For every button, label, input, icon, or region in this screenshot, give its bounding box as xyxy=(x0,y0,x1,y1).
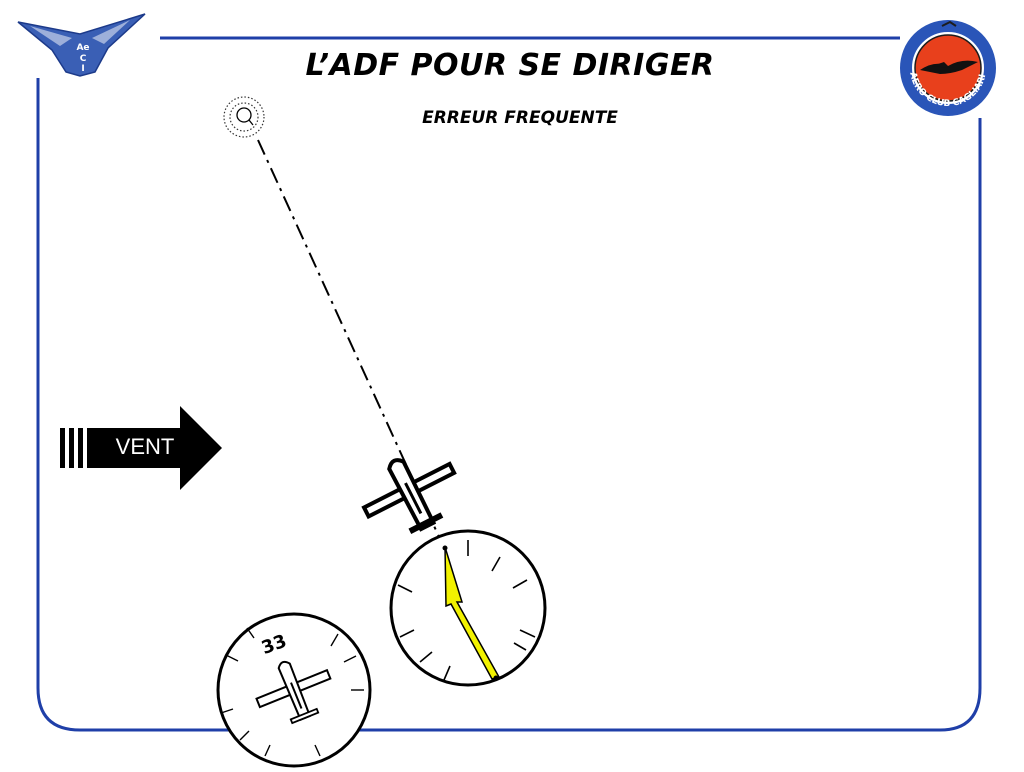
slide-title: L’ADF POUR SE DIRIGER xyxy=(305,48,715,83)
ndb-beacon-icon xyxy=(223,96,265,138)
adf-dial-icon xyxy=(389,529,547,687)
aeci-logo-icon: Ae C I xyxy=(17,13,146,77)
slide-frame xyxy=(36,36,982,732)
heading-indicator-icon: 33 xyxy=(216,612,372,768)
airplane-icon xyxy=(361,458,457,535)
logo-letter-ae: Ae xyxy=(76,43,89,53)
slide-subtitle: ERREUR FREQUENTE xyxy=(422,108,618,128)
aero-club-cagliari-logo-icon: AERO CLUB CAGLIARI xyxy=(900,20,996,116)
heading-airplane-icon xyxy=(255,660,332,725)
wind-arrow-icon xyxy=(60,406,222,490)
logo-letter-c: C xyxy=(80,54,87,64)
wind-label: VENT xyxy=(115,434,175,459)
logo-letter-i: I xyxy=(81,64,84,74)
